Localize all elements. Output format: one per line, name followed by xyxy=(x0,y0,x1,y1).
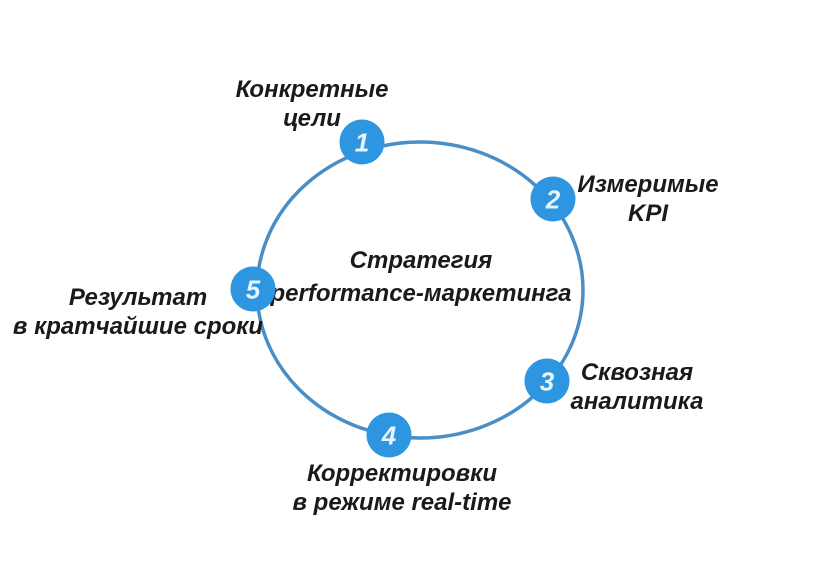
step-node-4: 4 xyxy=(366,412,412,458)
step-label-3: Сквозная аналитика xyxy=(570,359,704,415)
step-node-2: 2 xyxy=(530,176,576,222)
step-label-5: Результат в кратчайшие сроки xyxy=(12,284,264,340)
step-node-1: 1 xyxy=(339,119,385,165)
center-title: Стратегия performance-маркетинга xyxy=(270,247,572,307)
step-number-3: 3 xyxy=(539,366,555,396)
step-label-1: Конкретные цели xyxy=(235,76,389,132)
step-node-5: 5 xyxy=(230,266,276,312)
step-number-5: 5 xyxy=(245,274,261,304)
step-number-4: 4 xyxy=(381,420,397,450)
step-number-2: 2 xyxy=(545,184,561,214)
step-node-3: 3 xyxy=(524,358,570,404)
step-label-4: Корректировки в режиме real-time xyxy=(292,460,512,516)
step-label-2: Измеримые KPI xyxy=(577,171,719,227)
step-number-1: 1 xyxy=(354,127,370,157)
